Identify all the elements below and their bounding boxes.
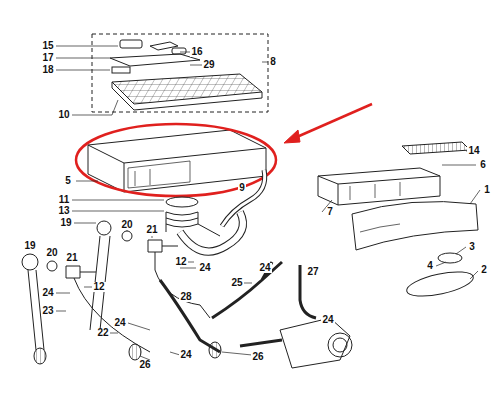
- pump-port: [328, 333, 352, 357]
- bellows-ring: [166, 197, 198, 207]
- hose-screen: [209, 342, 221, 358]
- callout-number: 15: [41, 41, 54, 51]
- highlight-arrow: [290, 104, 372, 140]
- callout-number: 13: [57, 206, 70, 216]
- hose-washer: [97, 221, 111, 235]
- leader-line: [322, 151, 476, 212]
- spring-part: [112, 67, 130, 73]
- callout-number: 19: [23, 241, 36, 251]
- hose: [212, 262, 282, 318]
- pump-housing: [280, 318, 350, 368]
- leader-line: [244, 283, 252, 284]
- drawer-fascia: [352, 202, 478, 250]
- leader-line: [127, 230, 196, 268]
- leader-line: [56, 287, 118, 333]
- callout-number: 11: [58, 195, 71, 205]
- leader-line: [56, 46, 268, 115]
- callout-number: 12: [92, 282, 105, 292]
- fill-elbow: [180, 212, 243, 252]
- pump-port: [333, 338, 347, 352]
- leader-line: [128, 323, 252, 360]
- callout-number: 9: [238, 183, 246, 193]
- callout-number: 14: [467, 146, 480, 156]
- callout-number: 24: [179, 350, 192, 360]
- callout-number: 24: [258, 263, 271, 273]
- callout-number: 3: [468, 242, 476, 252]
- callout-number: 27: [306, 267, 319, 277]
- leader-line: [72, 200, 164, 223]
- fill-elbow: [180, 212, 243, 252]
- callout-number: 29: [202, 60, 215, 70]
- callout-number: 23: [41, 306, 54, 316]
- dispenser-lid: [112, 74, 262, 104]
- dispenser-tray: [88, 145, 266, 192]
- hose: [240, 340, 282, 346]
- callout-number: 24: [198, 263, 211, 273]
- assembly-outline: [92, 34, 268, 112]
- callout-number: 18: [41, 65, 54, 75]
- dispenser-lid: [112, 82, 262, 110]
- highlight-arrowhead: [284, 130, 300, 143]
- callout-number: 10: [57, 110, 70, 120]
- seal-part: [110, 54, 200, 66]
- callout-number: 26: [138, 360, 151, 370]
- callout-number: 28: [179, 292, 192, 302]
- washer: [122, 231, 132, 241]
- callout-number: 16: [190, 47, 203, 57]
- fascia-handle: [360, 224, 400, 232]
- callout-number: 4: [426, 261, 434, 271]
- callout-number: 2: [480, 265, 488, 275]
- leader-line: [470, 190, 480, 204]
- callout-number: 22: [96, 328, 109, 338]
- tray-compartment: [128, 161, 190, 188]
- callout-number: 8: [269, 57, 277, 67]
- callout-number: 25: [230, 278, 243, 288]
- callout-number: 21: [65, 253, 78, 263]
- leader-line: [76, 181, 98, 182]
- callout-number: 24: [321, 315, 334, 325]
- dispenser-tray: [88, 130, 266, 192]
- hose-washer: [22, 254, 38, 270]
- callout-number: 21: [145, 225, 158, 235]
- callout-number: 19: [59, 218, 72, 228]
- callout-number: 12: [174, 257, 187, 267]
- callout-number: 26: [251, 352, 264, 362]
- hose-screen: [34, 348, 46, 364]
- dispenser-drawer: [318, 168, 440, 205]
- hose: [160, 280, 220, 352]
- drawer-cover: [402, 142, 470, 154]
- callout-number: 1: [483, 185, 491, 195]
- drawer-divider: [350, 182, 400, 200]
- clip-part: [120, 40, 142, 48]
- highlight-ellipse: [76, 124, 276, 196]
- washer: [47, 261, 57, 271]
- callout-number: 24: [113, 318, 126, 328]
- callout-number: 6: [479, 160, 487, 170]
- fascia-clip: [438, 253, 462, 263]
- bellows-hose: [166, 212, 220, 236]
- fascia-badge: [405, 267, 476, 301]
- callout-number: 7: [326, 207, 334, 217]
- inlet-valve: [66, 266, 96, 278]
- callout-number: 5: [64, 176, 72, 186]
- screw-part: [172, 48, 186, 54]
- callout-number: 20: [45, 248, 58, 258]
- bracket-part: [150, 42, 178, 50]
- hose-screen: [129, 344, 141, 360]
- callout-number: 20: [120, 220, 133, 230]
- callout-number: 17: [41, 53, 54, 63]
- fill-hose: [74, 278, 150, 352]
- callout-number: 24: [41, 288, 54, 298]
